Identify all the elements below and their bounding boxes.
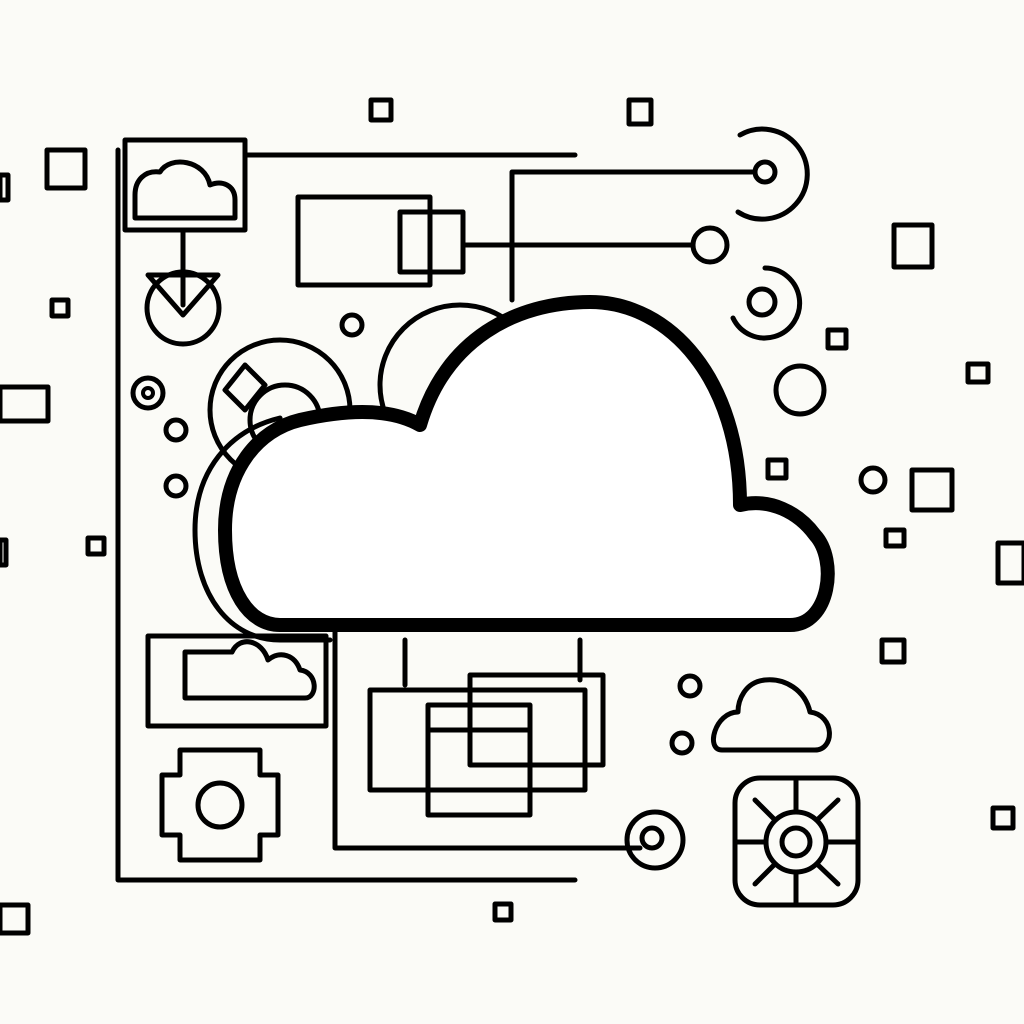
small-cloud-box-icon [145, 633, 329, 729]
target-icon [690, 126, 827, 417]
gear-square-icon [732, 775, 861, 908]
gear-icon [159, 747, 281, 863]
server-box-icon [295, 194, 466, 288]
stacked-windows-icon [367, 672, 606, 818]
cloud-icon [192, 295, 835, 643]
arrow-down-icon [144, 227, 222, 347]
connector-lines [115, 147, 755, 883]
small-cloud-icon [710, 677, 832, 753]
target-small-icon [624, 673, 703, 871]
cloud-box-icon [122, 137, 248, 233]
decorative-squares [0, 97, 1024, 936]
